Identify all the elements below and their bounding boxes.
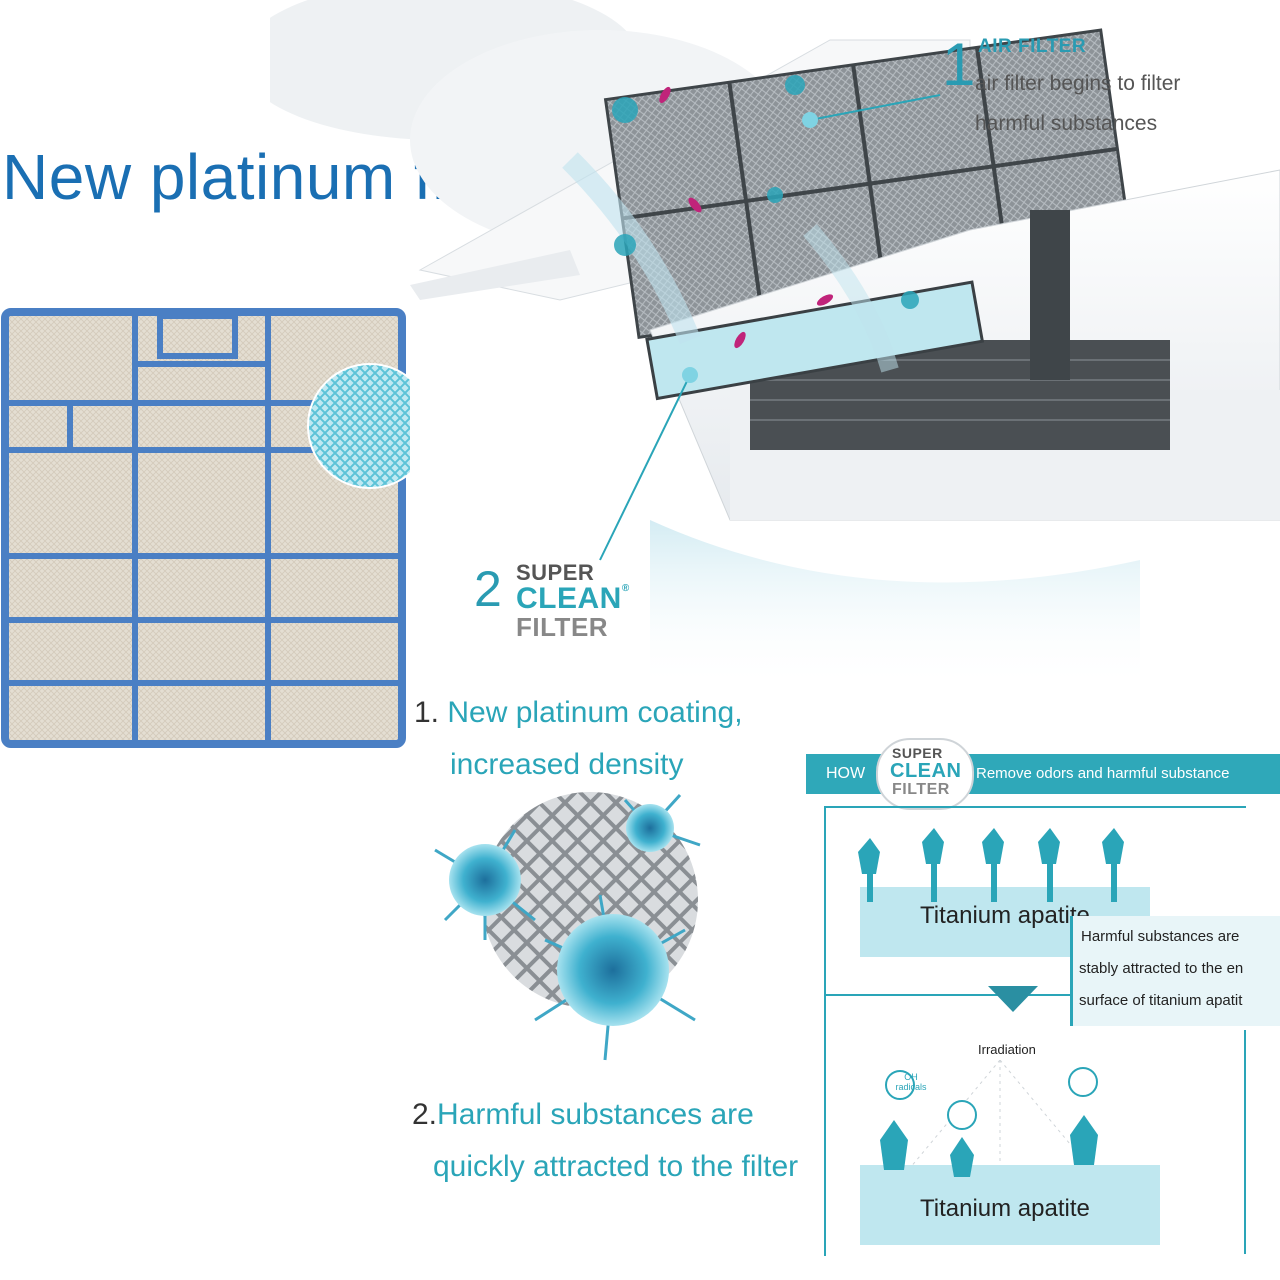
step1-number: 1. bbox=[414, 696, 440, 729]
irradiation-label: Irradiation bbox=[978, 1042, 1036, 1057]
step2-line2: quickly attracted to the filter bbox=[433, 1150, 799, 1183]
callout-line1: Harmful substances are bbox=[1081, 928, 1240, 945]
step1-line1: New platinum coating, bbox=[447, 696, 743, 729]
titanium-apatite-label-top: Titanium apatite bbox=[920, 902, 1090, 929]
step2-number: 2. bbox=[412, 1098, 438, 1131]
oh-radicals-label: OH radicals bbox=[895, 1072, 927, 1092]
callout-box: Harmful substances are stably attracted … bbox=[1070, 916, 1280, 1026]
super-clean-filter-logo: SUPER CLEAN® FILTER bbox=[516, 560, 630, 642]
filter-word: FILTER bbox=[516, 612, 609, 642]
ac-unit-illustration bbox=[270, 0, 1280, 690]
air-filter-desc-line1: air filter begins to filter bbox=[975, 72, 1181, 95]
callout-line3: surface of titanium apatit bbox=[1079, 992, 1243, 1009]
oh-radicals-illustration bbox=[860, 1060, 1160, 1245]
panel-right-edge bbox=[1244, 1030, 1246, 1254]
super-clean-number: 2 bbox=[474, 561, 502, 617]
callout-line2: stably attracted to the en bbox=[1079, 960, 1244, 977]
germ-mesh-illustration bbox=[434, 792, 701, 1061]
super-word: SUPER bbox=[516, 560, 595, 585]
blue-filter-product-image bbox=[1, 308, 410, 748]
air-filter-title: AIR FILTER bbox=[978, 36, 1087, 57]
step2-line1: Harmful substances are bbox=[437, 1098, 754, 1131]
step1-line2: increased density bbox=[450, 748, 684, 781]
how-label: HOW bbox=[826, 765, 866, 782]
down-arrow-icon bbox=[988, 986, 1038, 1012]
how-panel-frame bbox=[824, 806, 1246, 1256]
how-logo-clean: CLEAN bbox=[890, 760, 962, 782]
titanium-apatite-label-bottom: Titanium apatite bbox=[920, 1195, 1090, 1222]
air-filter-number: 1 bbox=[942, 31, 976, 98]
air-filter-desc-line2: harmful substances bbox=[975, 112, 1158, 135]
panel-divider bbox=[824, 994, 1280, 996]
banner-text: Remove odors and harmful substance bbox=[976, 765, 1230, 782]
how-logo-filter: FILTER bbox=[892, 781, 950, 798]
how-logo: SUPER CLEAN FILTER bbox=[876, 738, 974, 810]
clean-word: CLEAN bbox=[516, 582, 622, 615]
how-logo-super: SUPER bbox=[892, 745, 943, 761]
registered-mark: ® bbox=[621, 583, 630, 594]
